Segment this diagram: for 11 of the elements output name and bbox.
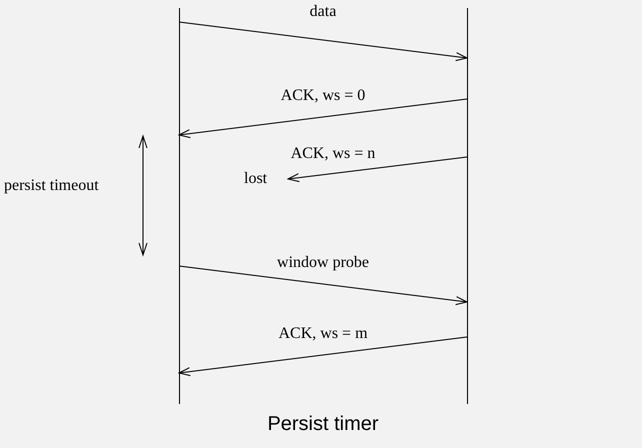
caption: Persist timer (267, 412, 379, 436)
lifeline (467, 8, 468, 404)
arrow (178, 266, 468, 306)
edge-label: window probe (275, 253, 371, 273)
lifeline (179, 8, 180, 404)
arrow (178, 22, 468, 62)
arrow (288, 156, 468, 182)
timeout-label: persist timeout (4, 176, 99, 196)
node-label: lost (244, 169, 286, 189)
arrow (178, 336, 468, 376)
arrow (178, 98, 468, 138)
